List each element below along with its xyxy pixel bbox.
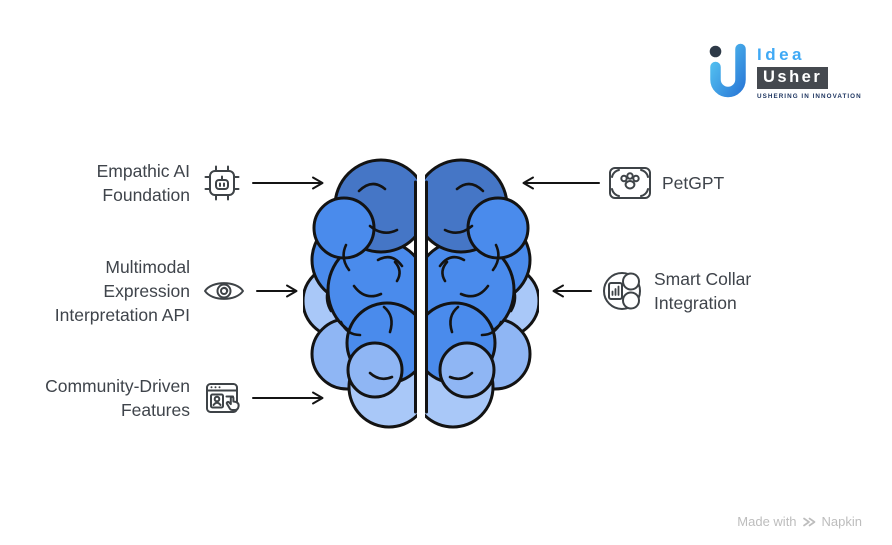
- feature-empathic-ai-foundation: Empathic AI Foundation: [10, 159, 330, 207]
- credit-prefix: Made with: [737, 514, 797, 529]
- arrow-right-icon: [256, 284, 298, 298]
- idea-usher-logo: Idea Usher USHERING IN INNOVATION: [705, 43, 862, 103]
- feature-label-line: Expression: [103, 281, 190, 301]
- pet-photo-frame-icon: [608, 166, 652, 200]
- feature-label: Smart Collar Integration: [654, 267, 751, 315]
- feature-label-line: Integration: [654, 293, 737, 313]
- feature-multimodal-expression-api: Multimodal Expression Interpretation API: [10, 255, 304, 327]
- feature-smart-collar-integration: Smart Collar Integration: [546, 267, 751, 315]
- arrow-left-icon: [522, 176, 600, 190]
- feature-label-line: Features: [120, 400, 190, 420]
- feature-label-line: Community-Driven: [45, 376, 190, 396]
- brain-illustration: [301, 148, 541, 432]
- feature-petgpt: PetGPT: [516, 161, 724, 205]
- made-with-napkin-credit: Made with Napkin: [737, 514, 862, 529]
- credit-brand: Napkin: [821, 514, 862, 529]
- napkin-logo-icon: [802, 517, 815, 526]
- feature-label: PetGPT: [662, 171, 724, 195]
- feature-label-line: Empathic AI: [96, 161, 190, 181]
- feature-label: Community-Driven Features: [10, 374, 190, 422]
- arrow-right-icon: [252, 391, 324, 405]
- logo-brand-top: Idea: [757, 45, 806, 64]
- feature-community-driven: Community-Driven Features: [10, 374, 330, 422]
- feature-label-line: PetGPT: [662, 173, 725, 193]
- logo-brand-bottom: Usher: [757, 67, 829, 89]
- feature-label: Multimodal Expression Interpretation API: [10, 255, 190, 327]
- feature-label-line: Foundation: [102, 185, 190, 205]
- smart-collar-icon: [600, 269, 644, 313]
- logo-tagline: USHERING IN INNOVATION: [757, 93, 862, 100]
- eye-icon: [202, 275, 246, 307]
- feature-label-line: Smart Collar: [654, 269, 752, 289]
- feature-label-line: Multimodal: [105, 257, 190, 277]
- idea-usher-mark-icon: [709, 43, 746, 98]
- arrow-left-icon: [552, 284, 592, 298]
- feature-label: Empathic AI Foundation: [10, 159, 190, 207]
- ai-chip-icon: [202, 163, 242, 203]
- feature-label-line: Interpretation API: [54, 305, 190, 325]
- arrow-right-icon: [252, 176, 324, 190]
- community-browser-icon: [202, 378, 242, 418]
